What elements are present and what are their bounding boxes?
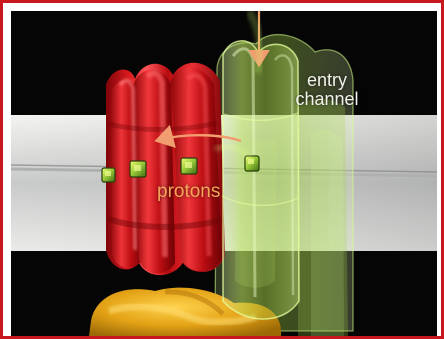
proton-marker — [130, 161, 146, 177]
proton-marker — [102, 168, 115, 182]
scene-illustration — [11, 11, 437, 336]
protons-label: protons — [157, 182, 220, 202]
protein-scene: entry channel protons — [11, 11, 437, 336]
red-rotor — [106, 63, 225, 275]
entry-channel-label: entry channel — [272, 71, 382, 109]
proton-marker — [181, 158, 197, 174]
